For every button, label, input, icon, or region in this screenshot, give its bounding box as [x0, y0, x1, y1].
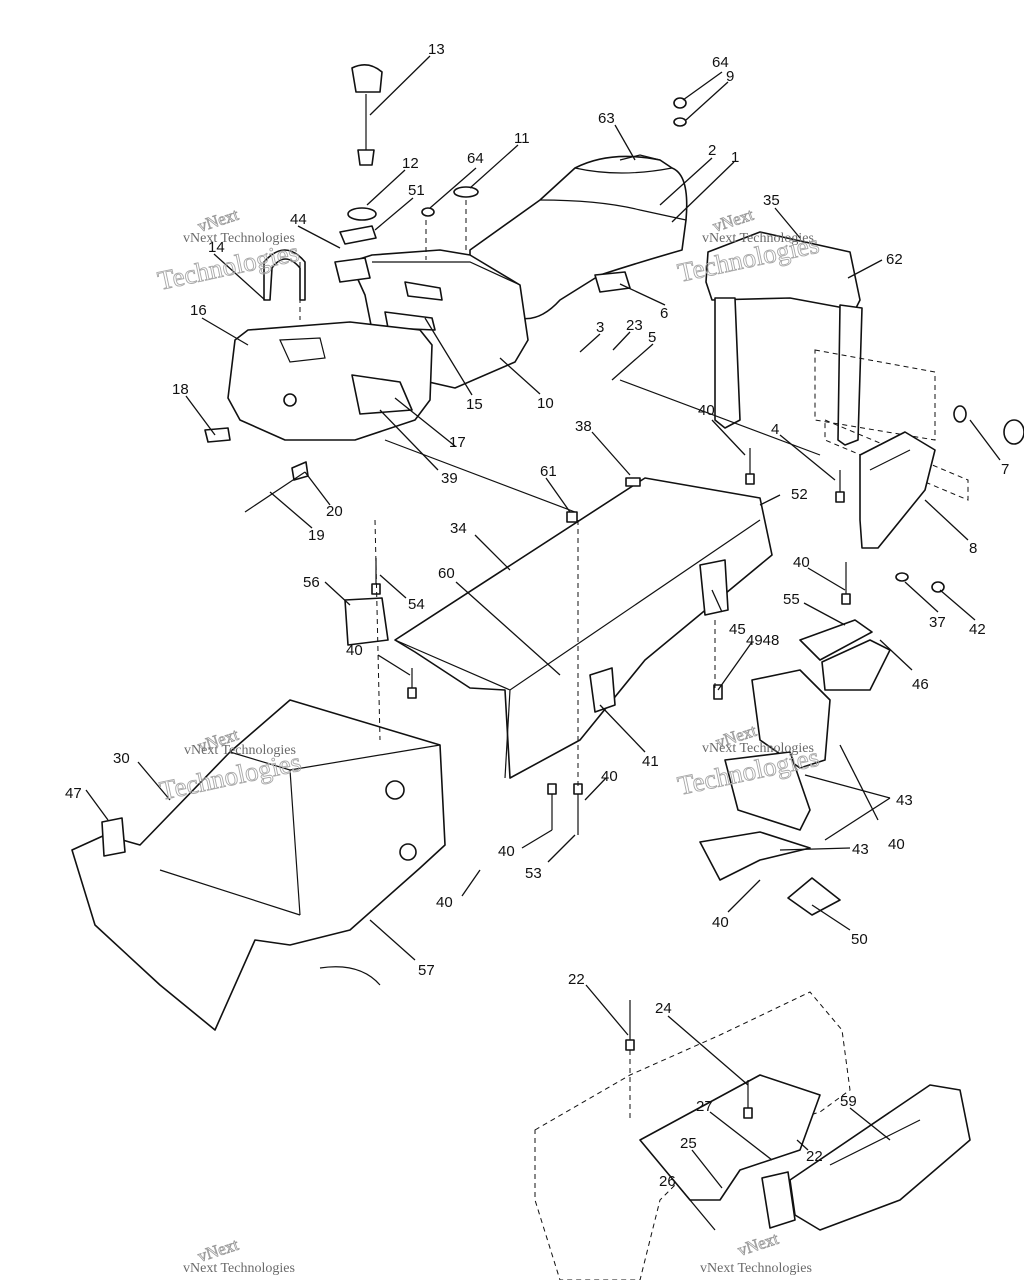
callout-44: 44 — [290, 211, 307, 228]
callout-43b: 43 — [852, 841, 869, 858]
callout-64b: 64 — [467, 150, 484, 167]
watermark-company: vNext Technologies — [700, 1261, 812, 1276]
callout-10: 10 — [537, 395, 554, 412]
callout-15: 15 — [466, 396, 483, 413]
callout-12: 12 — [402, 155, 419, 172]
callout-53: 53 — [525, 865, 542, 882]
callout-55: 55 — [783, 591, 800, 608]
callout-51: 51 — [408, 182, 425, 199]
callout-20: 20 — [326, 503, 343, 520]
seat-part — [469, 154, 688, 320]
footwell-part — [71, 699, 446, 1031]
callout-47: 47 — [65, 785, 82, 802]
watermark-brand: vNext — [735, 1229, 781, 1260]
callout-50: 50 — [851, 931, 868, 948]
rear-detail-part — [534, 991, 971, 1280]
callout-4: 4 — [771, 421, 779, 438]
watermark-bottom-left: vNext vNext Technologies — [183, 1234, 295, 1276]
frame-part — [394, 477, 773, 779]
callout-40d: 40 — [601, 768, 618, 785]
callout-6: 6 — [660, 305, 668, 322]
callout-5: 5 — [648, 329, 656, 346]
callout-40h: 40 — [712, 914, 729, 931]
callout-59: 59 — [840, 1093, 857, 1110]
watermark-company: vNext Technologies — [183, 231, 295, 246]
callout-25: 25 — [680, 1135, 697, 1152]
callout-54: 54 — [408, 596, 425, 613]
callout-52: 52 — [791, 486, 808, 503]
callout-40b: 40 — [793, 554, 810, 571]
callout-64: 64 — [712, 54, 729, 71]
callout-37: 37 — [929, 614, 946, 631]
callout-17: 17 — [449, 434, 466, 451]
callout-30: 30 — [113, 750, 130, 767]
callout-61: 61 — [540, 463, 557, 480]
callout-40e: 40 — [498, 843, 515, 860]
leader-lines — [85, 55, 1001, 1231]
callout-40a: 40 — [698, 402, 715, 419]
callout-13: 13 — [428, 41, 445, 58]
callout-8: 8 — [969, 540, 977, 557]
bracket-parts — [344, 597, 891, 916]
callout-9: 9 — [726, 68, 734, 85]
callout-57: 57 — [418, 962, 435, 979]
callout-14: 14 — [208, 239, 225, 256]
callout-labels: 13 64 9 63 2 1 12 64 11 51 44 14 35 62 1… — [65, 41, 1009, 1190]
callout-16: 16 — [190, 302, 207, 319]
callout-34: 34 — [450, 520, 467, 537]
callout-22a: 22 — [568, 971, 585, 988]
fastener-marks — [371, 97, 945, 1119]
callout-45: 45 — [729, 621, 746, 638]
callout-1: 1 — [731, 149, 739, 166]
callout-46: 46 — [912, 676, 929, 693]
callout-40f: 40 — [888, 836, 905, 853]
callout-56: 56 — [303, 574, 320, 591]
callout-40c: 40 — [346, 642, 363, 659]
watermark-bottom-right: vNext vNext Technologies — [700, 1228, 812, 1276]
callout-3: 3 — [596, 319, 604, 336]
watermark-company: vNext Technologies — [183, 1261, 295, 1276]
watermark-company: vNext Technologies — [702, 231, 814, 246]
callout-41: 41 — [642, 753, 659, 770]
callout-38: 38 — [575, 418, 592, 435]
callout-26: 26 — [659, 1173, 676, 1190]
backrest-part — [705, 231, 1024, 549]
callout-42: 42 — [969, 621, 986, 638]
callout-24: 24 — [655, 1000, 672, 1017]
callout-18: 18 — [172, 381, 189, 398]
callout-19: 19 — [308, 527, 325, 544]
callout-63: 63 — [598, 110, 615, 127]
callout-23: 23 — [626, 317, 643, 334]
callout-22b: 22 — [806, 1148, 823, 1165]
callout-62: 62 — [886, 251, 903, 268]
callout-43a: 43 — [896, 792, 913, 809]
callout-39: 39 — [441, 470, 458, 487]
callout-35: 35 — [763, 192, 780, 209]
callout-27: 27 — [696, 1098, 713, 1115]
callout-2: 2 — [708, 142, 716, 159]
callout-7: 7 — [1001, 461, 1009, 478]
callout-4948: 4948 — [746, 632, 779, 649]
callout-11: 11 — [514, 130, 530, 147]
callout-60: 60 — [438, 565, 455, 582]
watermark-top-left: vNext vNext Technologies Technologies — [155, 204, 303, 296]
callout-40g: 40 — [436, 894, 453, 911]
watermark-company: vNext Technologies — [702, 741, 814, 756]
watermark-company: vNext Technologies — [184, 743, 296, 758]
